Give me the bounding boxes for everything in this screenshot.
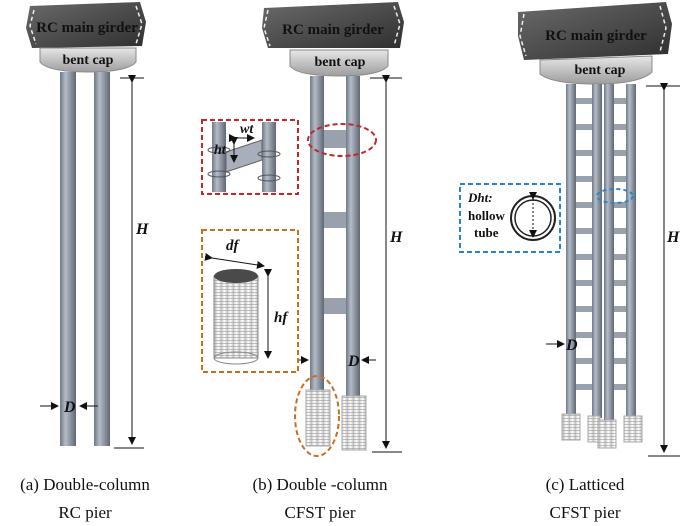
ht-label: ht: [214, 143, 227, 158]
pier-a: RC main girder bent cap H D: [26, 2, 149, 449]
wt-label: wt: [240, 122, 254, 137]
pier-c: RC main girder bent cap H: [459, 2, 680, 457]
footing-c-3: [597, 419, 617, 449]
footing-callout-orange: [294, 375, 340, 457]
height-label-a: H: [135, 221, 149, 238]
diameter-label-c: D: [565, 337, 578, 354]
caption-b: (b) Double -column CFST pier: [228, 474, 412, 524]
height-label-c: H: [666, 229, 680, 246]
pier-diagram: RC main girder bent cap H D RC main gird…: [26, 2, 680, 457]
column-c-1: [566, 84, 576, 422]
link-beam-b1: [324, 130, 346, 148]
footing-b-right: [341, 395, 367, 451]
caption-a-line2: RC pier: [58, 503, 112, 522]
diameter-label-a: D: [63, 399, 76, 416]
girder-label-c: RC main girder: [545, 28, 647, 44]
column-c-3: [604, 84, 614, 426]
footing-c-1: [561, 413, 581, 441]
caption-a-line1: (a) Double-column: [20, 475, 150, 494]
diameter-label-b: D: [347, 353, 360, 370]
column-c-2: [592, 84, 602, 418]
pier-b: RC main girder bent cap H D wt ht: [201, 2, 404, 457]
column-c-4: [626, 84, 636, 422]
column-a-right: [94, 72, 110, 446]
caption-c-line2: CFST pier: [549, 503, 621, 522]
bent-cap-a: [39, 47, 137, 73]
bent-cap-c: [539, 55, 653, 85]
column-a-left: [60, 72, 76, 446]
caption-a: (a) Double-column RC pier: [0, 474, 170, 524]
footing-b-left: [305, 389, 331, 447]
link-beam-b3: [324, 298, 346, 314]
caption-c-line1: (c) Latticed: [545, 475, 625, 494]
footing-c-4: [623, 415, 643, 443]
tube-callout-blue: [596, 188, 634, 204]
hf-label: hf: [274, 310, 289, 326]
bent-cap-b: [289, 49, 389, 77]
girder-c: [518, 2, 672, 60]
caption-b-line1: (b) Double -column: [252, 475, 388, 494]
girder-label-b: RC main girder: [282, 22, 384, 38]
bent-cap-label-b: bent cap: [315, 55, 366, 70]
girder-a: [26, 2, 146, 48]
caption-b-line2: CFST pier: [284, 503, 356, 522]
height-label-b: H: [389, 229, 403, 246]
girder-label-a: RC main girder: [36, 20, 138, 36]
girder-b: [262, 2, 404, 48]
caption-c: (c) Latticed CFST pier: [510, 474, 660, 524]
df-label: df: [226, 238, 241, 254]
link-callout-red: [307, 123, 377, 157]
bent-cap-label-a: bent cap: [63, 53, 114, 68]
bent-cap-label-c: bent cap: [575, 63, 626, 78]
dht-title: Dht:: [467, 190, 493, 205]
link-beam-b2: [324, 212, 346, 228]
dht-line1: hollow: [468, 208, 505, 223]
column-b-left: [310, 76, 324, 396]
lattice-links: [576, 98, 626, 390]
dht-line2: tube: [474, 225, 499, 240]
